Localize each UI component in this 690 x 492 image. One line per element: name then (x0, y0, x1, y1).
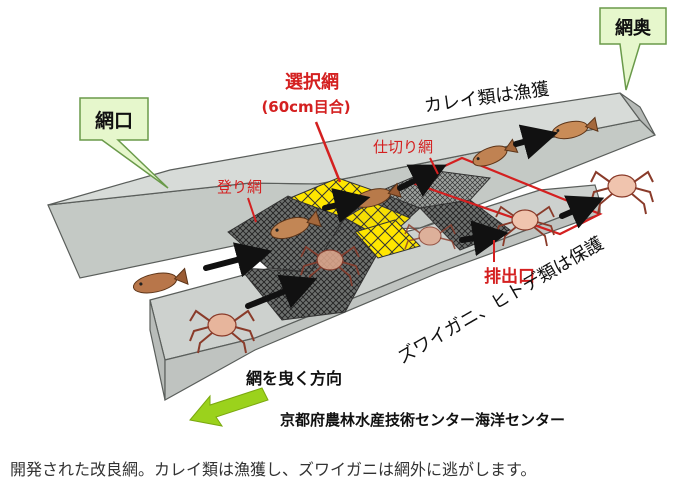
selective-net-label: 選択網 (285, 71, 339, 93)
climbing-net-label: 登り網 (217, 178, 262, 196)
cod-end-callout: 網奥 (600, 8, 666, 90)
trawl-net-diagram: 網口 網奥 選択網 (60cm目合) 仕切り網 登り網 排出口 カレイ類は漁獲 … (0, 0, 690, 430)
net-mouth-label: 網口 (95, 109, 133, 132)
mesh-size-label: (60cm目合) (261, 98, 350, 116)
figure-caption: 開発された改良網。カレイ類は漁獲し、ズワイガニは網外に逃がします。 (10, 456, 685, 480)
tow-direction-label: 網を曳く方向 (246, 369, 342, 388)
partition-net-label: 仕切り網 (373, 138, 433, 156)
net-mouth-callout: 網口 (80, 98, 168, 188)
credit-label: 京都府農林水産技術センター海洋センター (280, 411, 565, 429)
green-arrow-icon (190, 388, 268, 426)
cod-end-label: 網奥 (615, 17, 652, 39)
